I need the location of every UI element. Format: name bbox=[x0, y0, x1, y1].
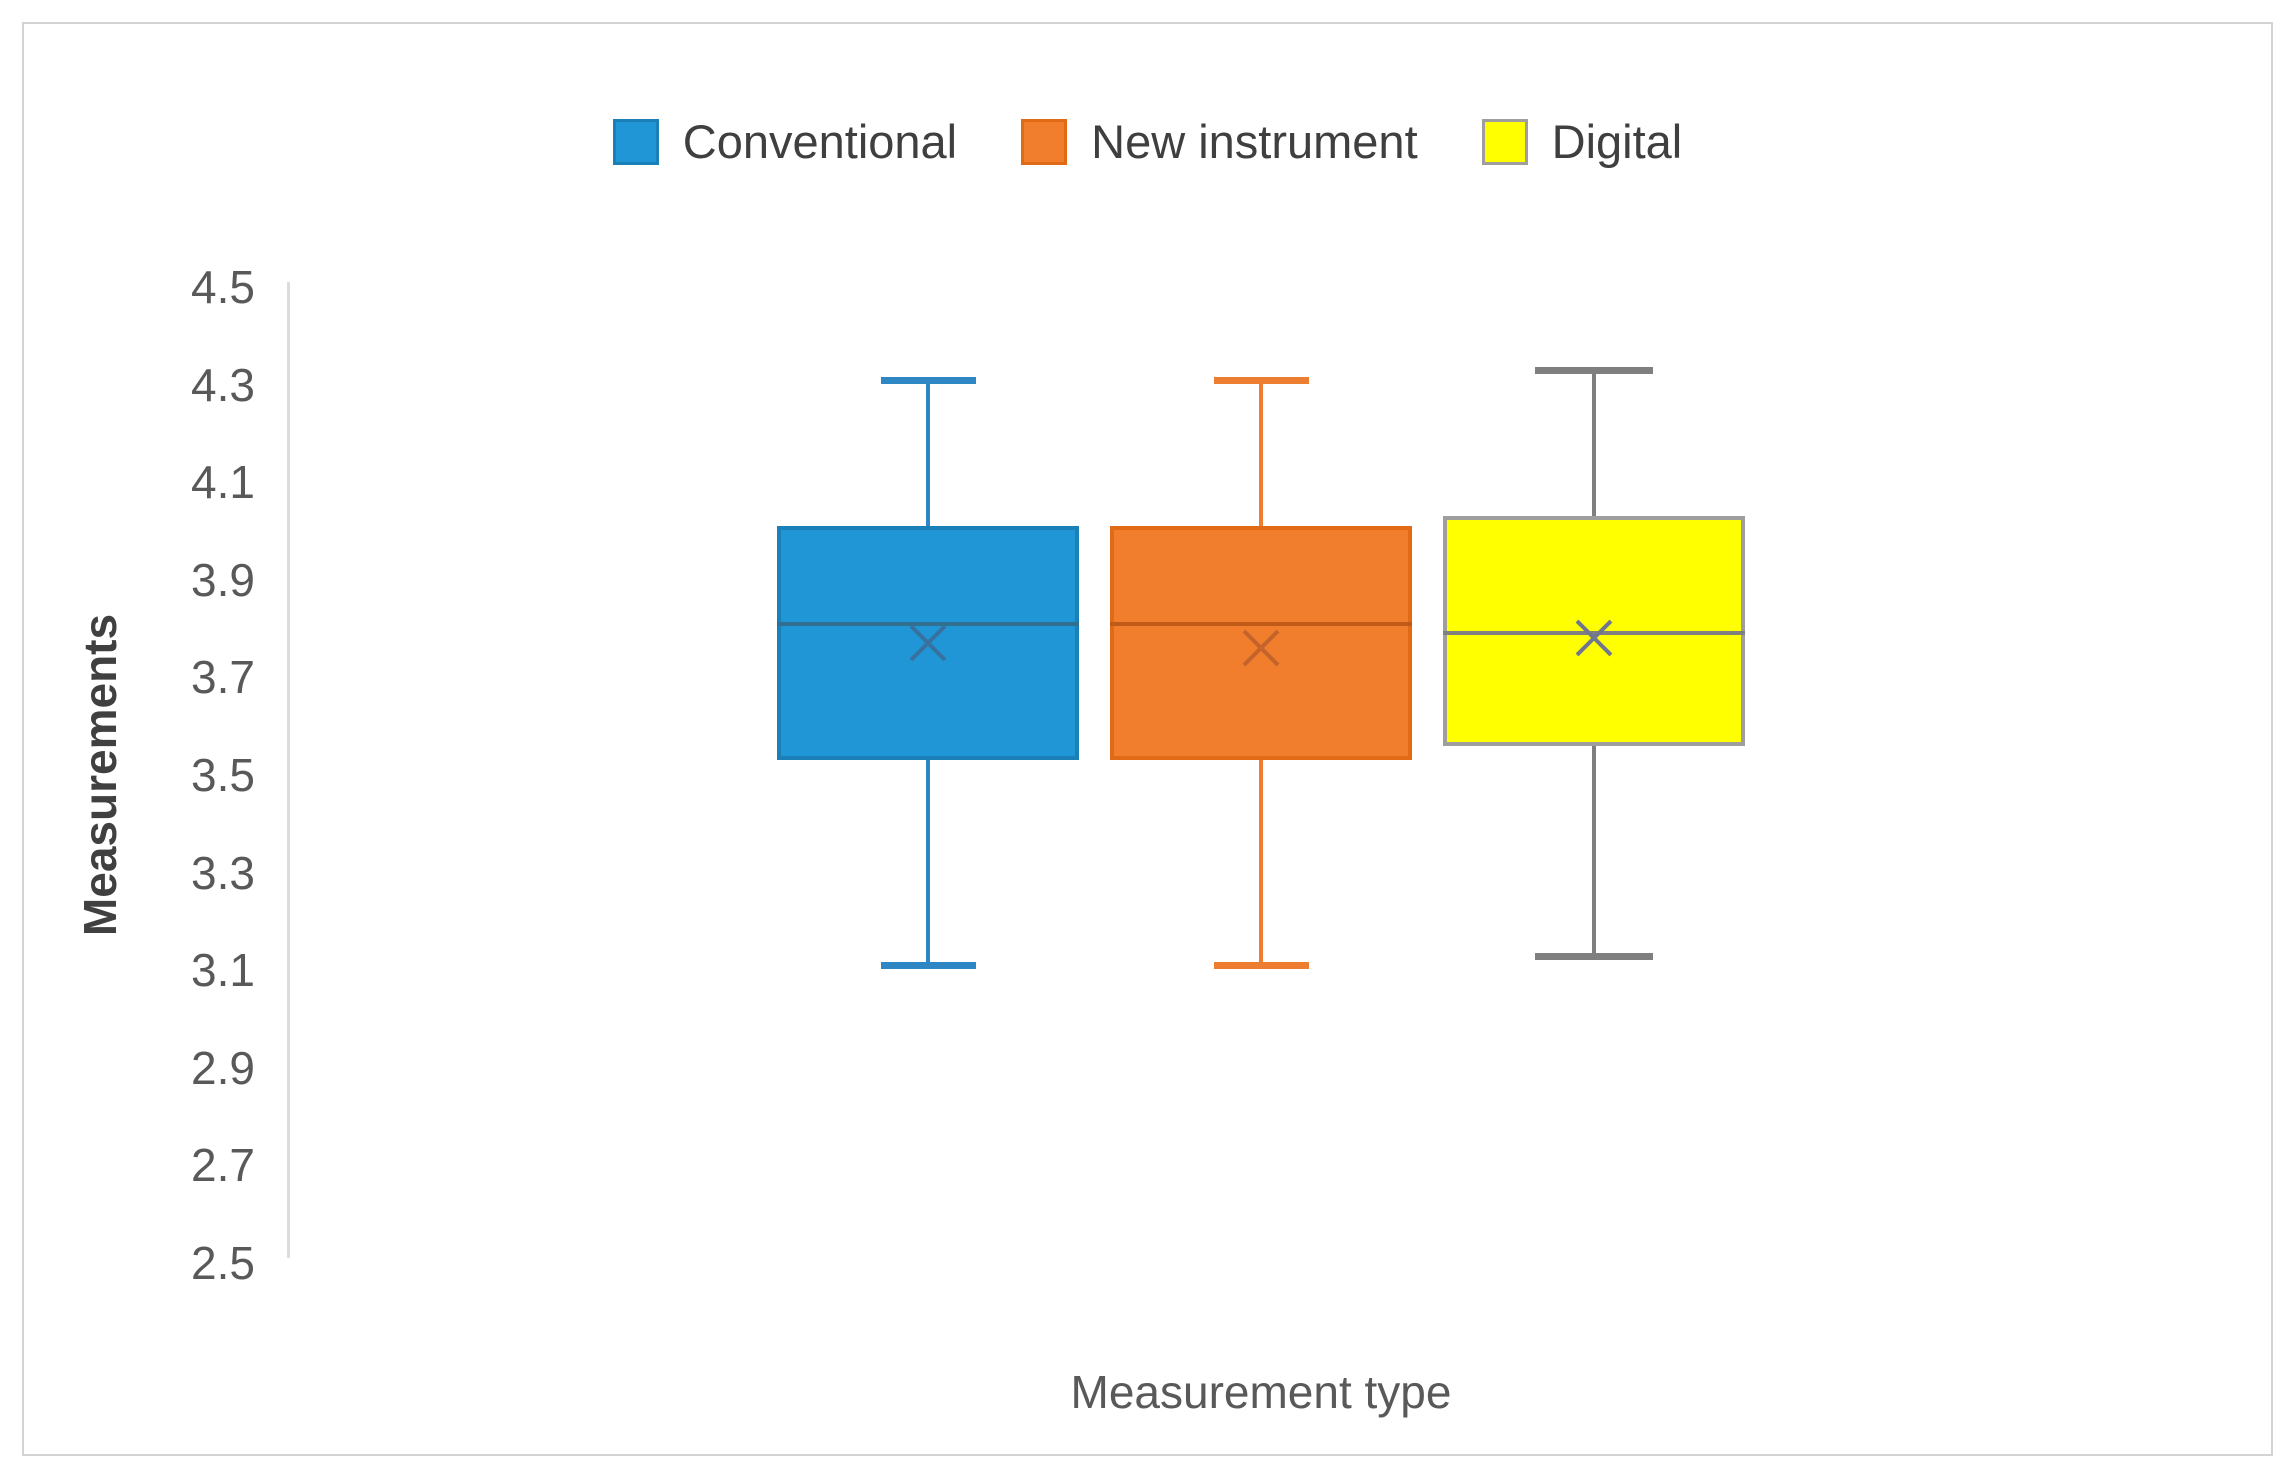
y-tick-label: 3.7 bbox=[191, 651, 255, 704]
whisker-lower-cap bbox=[1213, 962, 1309, 970]
legend-label: Digital bbox=[1551, 115, 1683, 168]
legend-item-conventional[interactable]: Conventional bbox=[612, 115, 958, 168]
mean-marker bbox=[1237, 624, 1285, 672]
legend-item-digital[interactable]: Digital bbox=[1481, 115, 1683, 168]
y-tick-label: 4.5 bbox=[191, 261, 255, 313]
legend-swatch-digital-icon bbox=[1481, 118, 1528, 165]
mean-marker bbox=[1570, 614, 1618, 662]
y-tick-label: 3.1 bbox=[191, 944, 255, 997]
whisker-lower-cap bbox=[880, 962, 976, 970]
y-tick-label: 2.5 bbox=[191, 1237, 255, 1289]
whisker-upper-line bbox=[1592, 369, 1596, 517]
whisker-upper-cap bbox=[1213, 376, 1309, 384]
y-tick-label: 3.9 bbox=[191, 553, 255, 606]
y-tick-label: 4.3 bbox=[191, 358, 255, 411]
whisker-upper-line bbox=[1259, 379, 1263, 527]
legend-swatch-conventional-icon bbox=[612, 118, 659, 165]
legend-label: New instrument bbox=[1091, 115, 1418, 168]
y-tick-label: 3.3 bbox=[191, 846, 255, 899]
y-tick-label: 4.1 bbox=[191, 456, 255, 509]
mean-marker bbox=[904, 619, 952, 667]
x-axis-title: Measurement type bbox=[1070, 1366, 1452, 1418]
y-axis-line bbox=[287, 282, 290, 1258]
chart-legend: Conventional New instrument Digital bbox=[0, 118, 2295, 165]
y-tick-label: 3.5 bbox=[191, 749, 255, 801]
whisker-lower-cap bbox=[1535, 952, 1653, 960]
whisker-lower-line bbox=[1259, 760, 1263, 966]
legend-label: Conventional bbox=[682, 115, 958, 168]
legend-swatch-new-instrument-icon bbox=[1021, 118, 1068, 165]
y-tick-label: 2.7 bbox=[191, 1139, 255, 1192]
y-tick-label: 2.9 bbox=[191, 1041, 255, 1094]
whisker-upper-line bbox=[926, 379, 930, 527]
whisker-lower-line bbox=[926, 760, 930, 966]
whisker-upper-cap bbox=[1535, 366, 1653, 374]
legend-item-new-instrument[interactable]: New instrument bbox=[1021, 118, 1418, 165]
whisker-upper-cap bbox=[880, 376, 976, 384]
whisker-lower-line bbox=[1592, 745, 1596, 956]
